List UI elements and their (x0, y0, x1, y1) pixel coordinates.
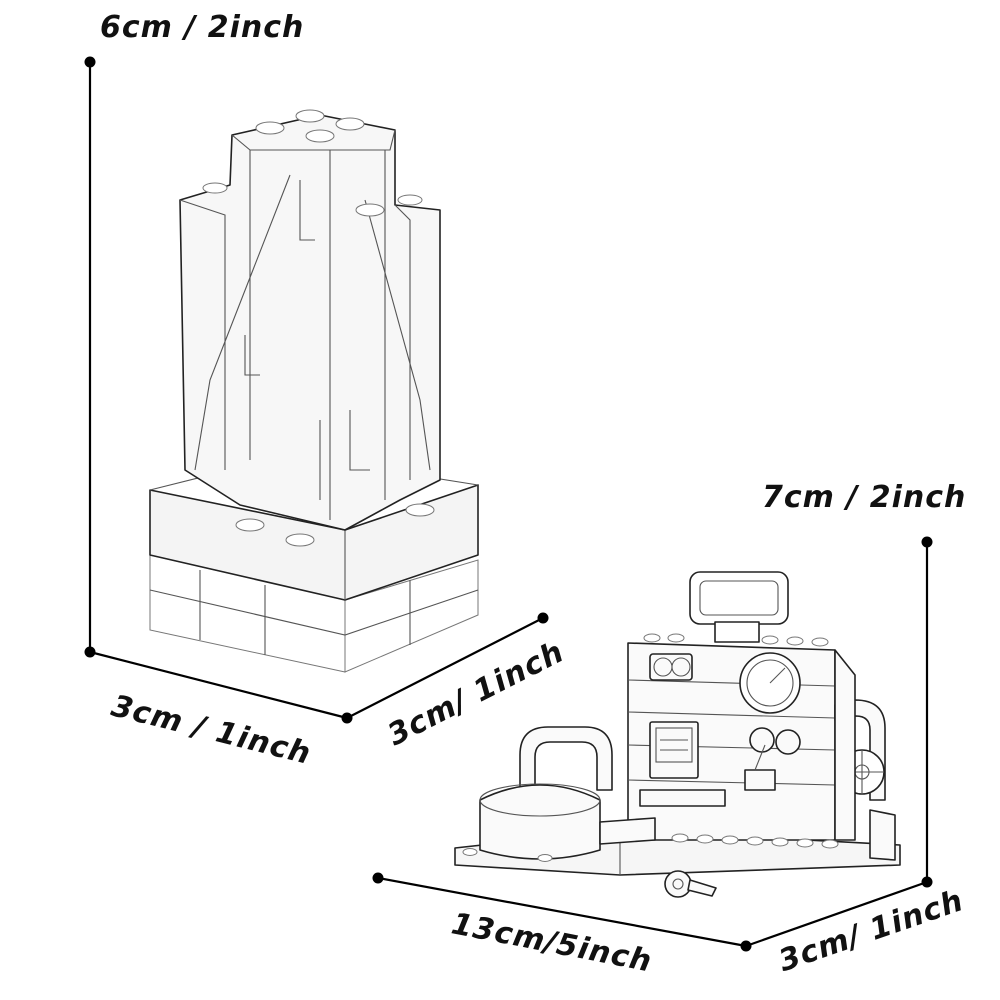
crystal-rock-illustration (149, 109, 479, 673)
left-dimension-lines (84, 56, 549, 724)
right-height-label: 7cm / 2inch (762, 480, 967, 515)
left-depth-dot (537, 612, 549, 624)
right-width-line (377, 876, 747, 948)
right-height-dot-top (921, 536, 933, 548)
left-depth-line (346, 617, 544, 719)
right-depth-line (745, 880, 928, 948)
left-height-label: 6cm / 2inch (100, 10, 305, 45)
left-height-dot-top (84, 56, 96, 68)
right-width-dot (372, 872, 384, 884)
right-dimension-lines (372, 536, 933, 952)
control-room-illustration (454, 571, 901, 898)
left-width-line (89, 650, 348, 720)
